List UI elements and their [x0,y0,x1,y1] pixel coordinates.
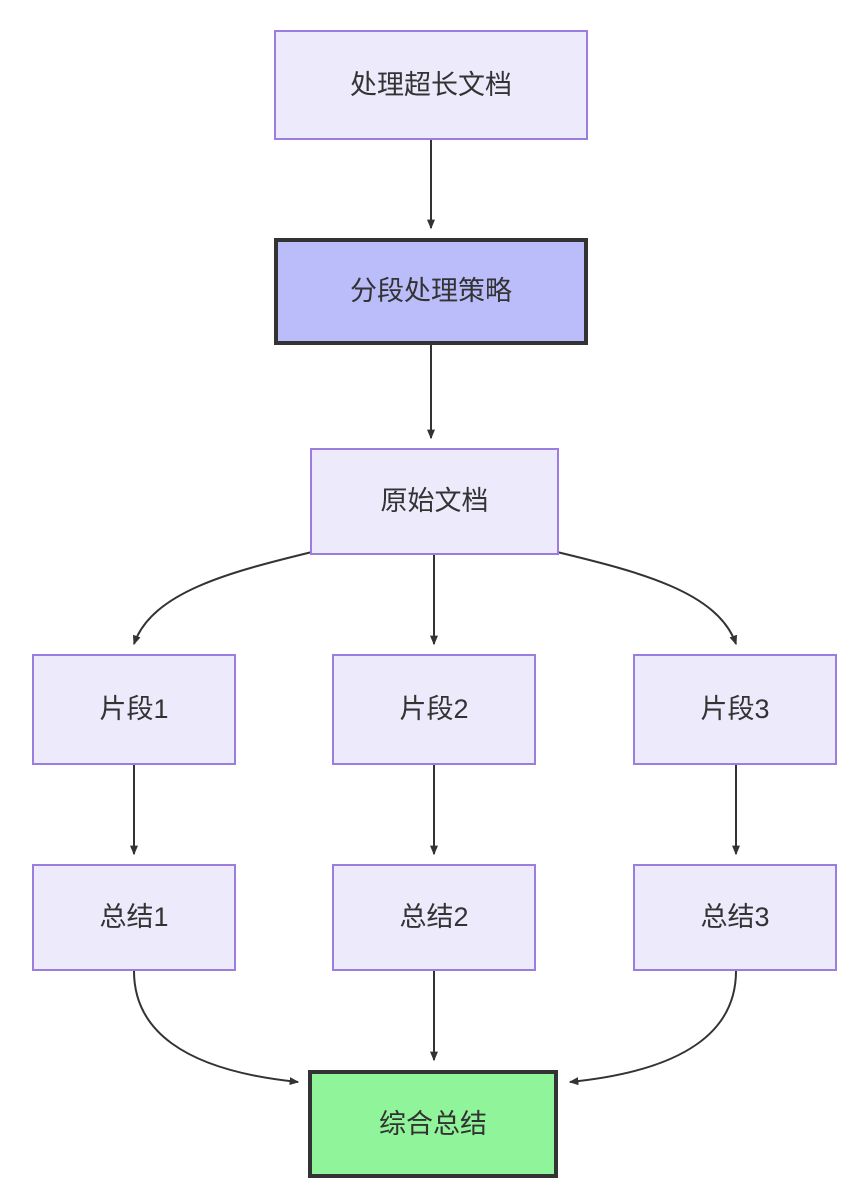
node-summary-1[interactable]: 总结1 [32,864,236,971]
node-label: 总结3 [700,902,770,933]
node-label: 片段2 [399,694,469,725]
node-chunk-3[interactable]: 片段3 [633,654,837,765]
node-source-document[interactable]: 原始文档 [310,448,559,555]
node-label: 分段处理策略 [350,276,512,307]
node-chunking-strategy[interactable]: 分段处理策略 [274,238,588,345]
edge-sum1-to-final [133,970,300,1086]
node-process-long-document[interactable]: 处理超长文档 [274,30,588,140]
node-label: 原始文档 [380,486,489,517]
node-label: 总结2 [399,902,469,933]
edge-source-to-chunk3 [556,551,738,646]
edge-source-to-chunk1 [132,551,313,646]
node-summary-3[interactable]: 总结3 [633,864,837,971]
node-chunk-2[interactable]: 片段2 [332,654,536,765]
node-label: 总结1 [99,902,169,933]
node-label: 处理超长文档 [350,69,512,100]
edge-sum3-to-final [568,970,737,1086]
node-label: 片段1 [99,694,169,725]
node-chunk-1[interactable]: 片段1 [32,654,236,765]
node-label: 综合总结 [379,1108,487,1139]
node-label: 片段3 [700,694,770,725]
node-summary-2[interactable]: 总结2 [332,864,536,971]
node-final-summary[interactable]: 综合总结 [308,1070,558,1178]
